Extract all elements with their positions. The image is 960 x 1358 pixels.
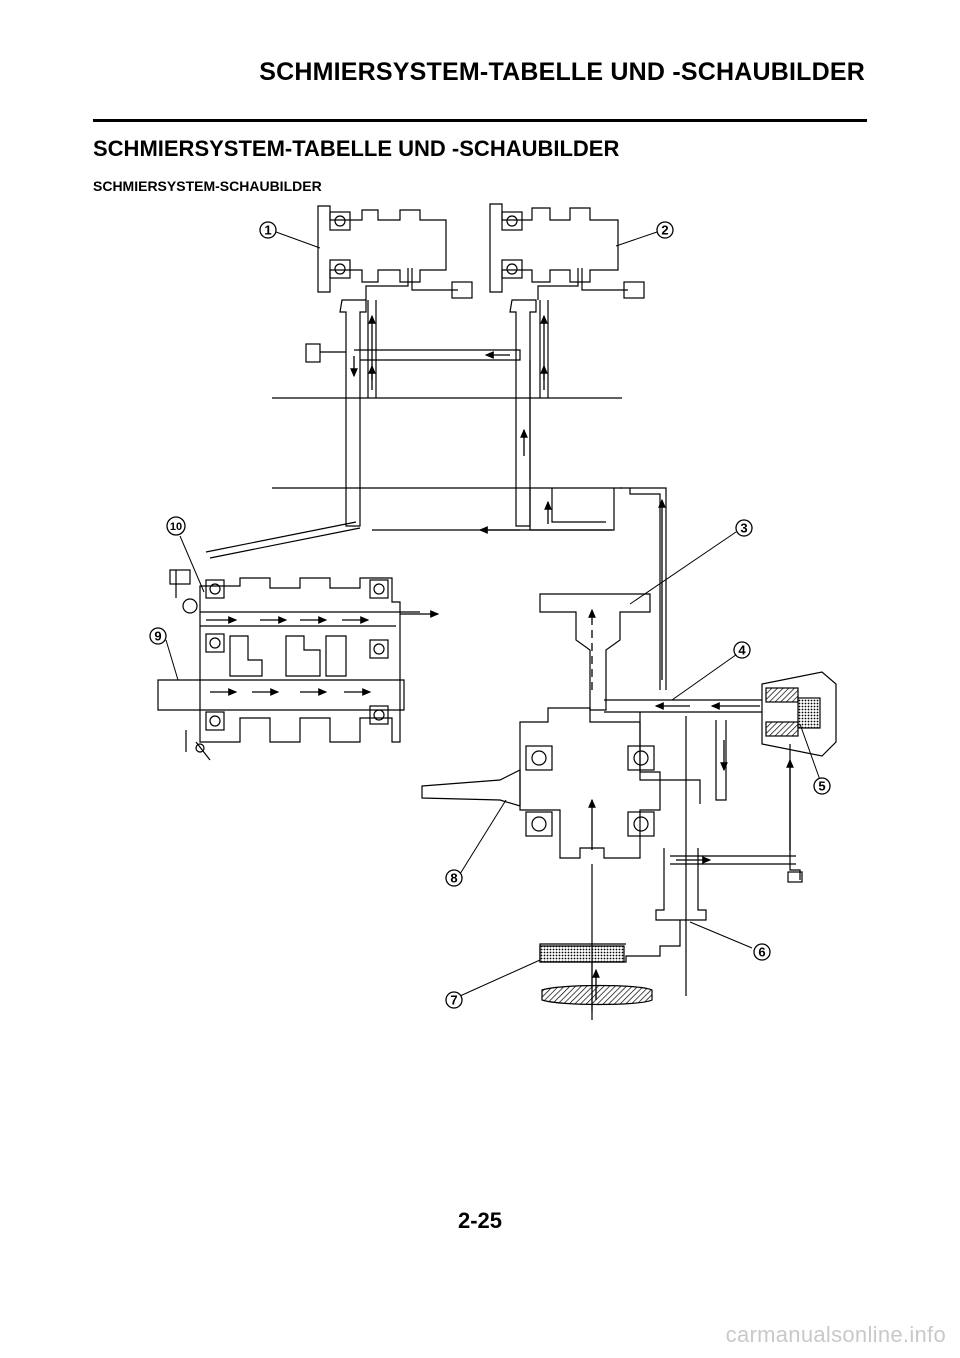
callout-1: 1: [264, 223, 271, 238]
camshaft-left: [317, 205, 447, 293]
oil-filter: [604, 671, 837, 883]
camshaft-right: [489, 203, 619, 293]
page-number: 2-25: [457, 1208, 503, 1233]
page-header-title: SCHMIERSYSTEM-TABELLE UND -SCHAUBILDER: [259, 58, 865, 86]
callout-4: 4: [738, 643, 746, 658]
subsection-title: SCHMIERSYSTEM-SCHAUBILDER: [93, 178, 322, 194]
callout-9: 9: [154, 629, 161, 644]
section-title: SCHMIERSYSTEM-TABELLE UND -SCHAUBILDER: [93, 136, 620, 161]
callout-10: 10: [170, 521, 182, 533]
callout-8: 8: [450, 871, 457, 886]
callout-3: 3: [740, 521, 747, 536]
transmission: [157, 569, 420, 761]
oil-pump: [539, 848, 796, 1020]
callout-markers: 1 2 3 4 5 6 7 8 9 10: [149, 221, 831, 1009]
callout-5: 5: [818, 779, 825, 794]
callout-2: 2: [661, 223, 668, 238]
header-divider: [93, 119, 867, 122]
callout-6: 6: [758, 945, 765, 960]
callout-7: 7: [450, 993, 457, 1008]
watermark-text: carmanualsonline.info: [725, 1322, 946, 1347]
